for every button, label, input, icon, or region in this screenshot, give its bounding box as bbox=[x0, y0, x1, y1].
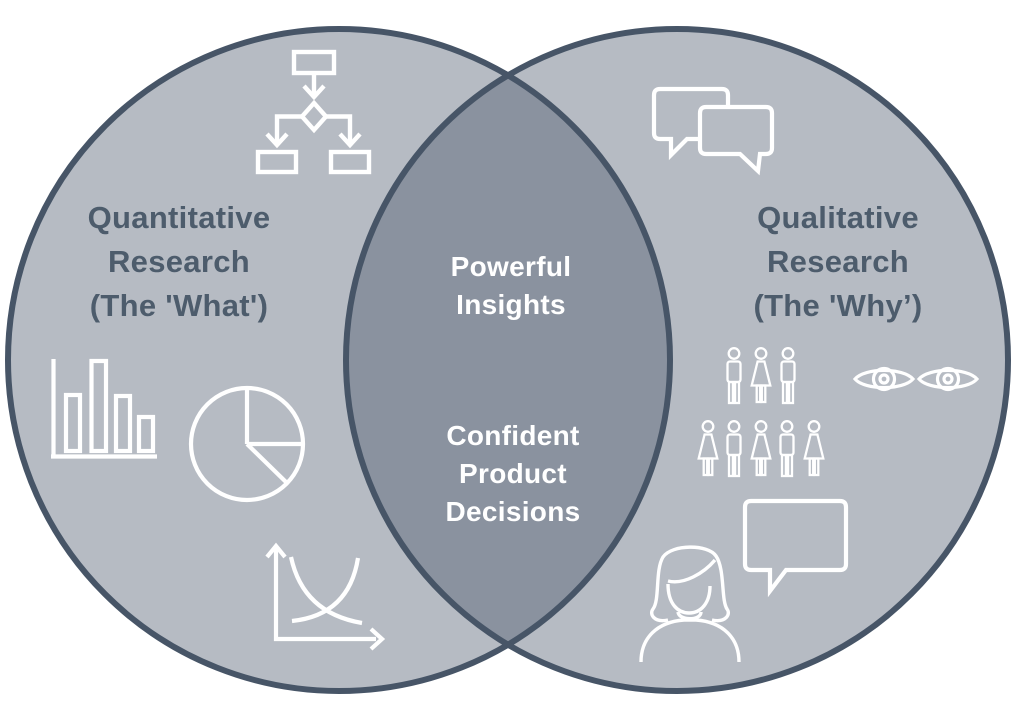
interviewee-icon bbox=[639, 545, 741, 663]
flowchart-icon bbox=[255, 49, 372, 175]
right-title-line-3: (The 'Why’) bbox=[753, 288, 923, 323]
left-title-line-1: Quantitative bbox=[87, 200, 271, 235]
chat-bubbles-icon bbox=[651, 86, 775, 176]
overlap-top-label: Powerful Insights bbox=[391, 248, 631, 324]
left-circle-title: Quantitative Research (The 'What') bbox=[18, 196, 340, 328]
right-title-line-2: Research bbox=[767, 244, 909, 279]
overlap-region bbox=[346, 29, 670, 691]
overlap-top-line-2: Insights bbox=[456, 289, 566, 320]
right-title-line-1: Qualitative bbox=[757, 200, 919, 235]
right-circle-outline bbox=[343, 26, 1011, 694]
overlap-bottom-line-1: Confident bbox=[446, 420, 580, 451]
right-circle-title: Qualitative Research (The 'Why’) bbox=[677, 196, 999, 328]
overlap-bottom-line-3: Decisions bbox=[445, 496, 581, 527]
supply-demand-curves-icon bbox=[265, 542, 386, 651]
bar-chart-icon bbox=[51, 358, 157, 459]
overlap-bottom-label: Confident Product Decisions bbox=[393, 417, 633, 531]
speech-bubble-icon bbox=[742, 498, 849, 598]
pie-chart-icon bbox=[188, 385, 306, 503]
left-title-line-3: (The 'What') bbox=[89, 288, 269, 323]
left-circle-outline bbox=[5, 26, 673, 694]
left-title-line-2: Research bbox=[108, 244, 250, 279]
venn-circles bbox=[5, 26, 1011, 694]
overlap-bottom-line-2: Product bbox=[459, 458, 567, 489]
overlap-top-line-1: Powerful bbox=[450, 251, 572, 282]
